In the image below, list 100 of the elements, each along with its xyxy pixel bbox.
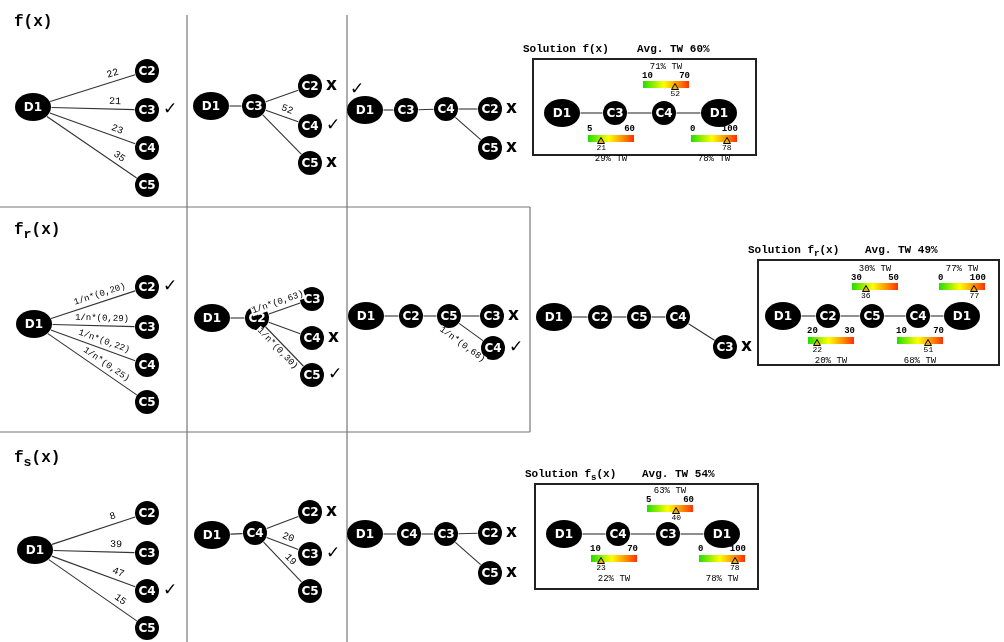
window-start-value: 30: [851, 274, 862, 283]
connector-line: [420, 533, 435, 535]
connector-line: [265, 89, 299, 103]
arrival-value: 52: [670, 90, 680, 98]
customer-circle: C2: [135, 59, 159, 83]
connector-line: [839, 315, 861, 317]
connector-line: [929, 315, 945, 317]
depot-ellipse: D1: [15, 93, 51, 121]
window-end-value: 100: [729, 545, 746, 554]
status-mark: ✓: [328, 365, 343, 382]
depot-ellipse: D1: [17, 536, 53, 564]
solution-heading: Solution f(x): [523, 44, 609, 55]
customer-circle: C2: [816, 304, 840, 328]
connector-line: [50, 290, 136, 319]
customer-circle: C4: [397, 522, 421, 546]
customer-circle: C4: [135, 579, 159, 603]
customer-circle: C4: [666, 305, 690, 329]
customer-circle: C3: [394, 98, 418, 122]
connector-line: [51, 555, 136, 588]
customer-circle: C5: [478, 136, 502, 160]
connector-line: [679, 533, 705, 535]
customer-circle: C4: [434, 97, 458, 121]
connector-line: [263, 541, 302, 583]
customer-circle: C5: [627, 305, 651, 329]
customer-circle: C2: [298, 500, 322, 524]
connector-line: [265, 326, 304, 367]
customer-circle: C5: [135, 616, 159, 640]
arrival-value: 23: [596, 564, 606, 572]
connector-line: [457, 108, 479, 110]
connector-line: [228, 105, 243, 107]
customer-circle: C4: [906, 304, 930, 328]
time-window-percent: 78% TW: [705, 575, 739, 584]
connector-line: [883, 315, 907, 317]
window-end-value: 70: [627, 545, 638, 554]
connector-line: [268, 302, 301, 315]
status-mark: ✓: [163, 100, 178, 117]
customer-circle: C4: [300, 326, 324, 350]
panel-heading: f$_{r}$(x): [14, 222, 61, 242]
connector-line: [454, 541, 482, 566]
status-mark: x: [506, 563, 517, 580]
connector-line: [417, 108, 435, 111]
customer-circle: C3: [135, 315, 159, 339]
window-start-value: 0: [938, 274, 944, 283]
connector-line: [800, 315, 817, 317]
connector-line: [229, 317, 246, 319]
depot-ellipse: D1: [546, 520, 582, 548]
connector-line: [382, 109, 395, 111]
customer-circle: C4: [243, 521, 267, 545]
arrival-value: 21: [596, 144, 607, 152]
window-start-value: 20: [807, 327, 818, 336]
connector-line: [458, 322, 484, 342]
connector-line: [50, 329, 136, 362]
depot-ellipse: D1: [348, 302, 384, 330]
window-start-value: 0: [690, 125, 696, 134]
solution-heading: Avg. TW 54%: [642, 469, 715, 480]
window-end-value: 30: [844, 327, 855, 336]
connector-line: [266, 515, 299, 530]
connector-line: [581, 533, 607, 535]
arrival-value: 77: [969, 292, 980, 300]
customer-circle: C3: [135, 541, 159, 565]
connector-line: [51, 516, 136, 545]
customer-circle: C2: [135, 501, 159, 525]
solution-heading: Solution f$_{s}$(x): [525, 469, 617, 483]
connector-line: [460, 315, 481, 317]
customer-circle: C5: [860, 304, 884, 328]
connector-line: [629, 533, 657, 535]
customer-circle: C5: [437, 304, 461, 328]
time-window-percent: 78% TW: [697, 155, 731, 164]
depot-ellipse: D1: [536, 303, 572, 331]
time-window-percent: 20% TW: [814, 357, 848, 366]
status-mark: x: [326, 153, 337, 170]
connector-line: [266, 536, 299, 551]
panel-heading: f(x): [14, 14, 53, 30]
depot-ellipse: D1: [16, 310, 52, 338]
window-end-value: 60: [683, 496, 694, 505]
arrival-value: 36: [861, 292, 871, 300]
solution-heading: Solution f$_{r}$(x): [748, 245, 840, 259]
connector-line: [52, 549, 136, 554]
status-mark: x: [328, 328, 339, 345]
connector-line: [262, 114, 302, 155]
time-window-percent: 77% TW: [945, 265, 979, 274]
customer-circle: C2: [399, 304, 423, 328]
window-start-value: 10: [590, 545, 601, 554]
connector-line: [47, 333, 138, 396]
time-window-percent: 30% TW: [858, 265, 892, 274]
status-mark: x: [326, 502, 337, 519]
depot-ellipse: D1: [944, 302, 980, 330]
customer-circle: C2: [478, 97, 502, 121]
edge-label: 23: [109, 122, 126, 137]
customer-circle: C2: [135, 275, 159, 299]
status-mark: x: [506, 523, 517, 540]
time-window-percent: 63% TW: [653, 487, 687, 496]
window-end-value: 60: [624, 125, 635, 134]
customer-circle: C5: [135, 390, 159, 414]
status-mark: x: [741, 337, 752, 354]
connector-line: [454, 116, 482, 141]
solution-heading: Avg. TW 49%: [865, 245, 938, 256]
customer-circle: C3: [603, 101, 627, 125]
time-window-percent: 22% TW: [597, 575, 631, 584]
customer-circle: C5: [298, 579, 322, 603]
